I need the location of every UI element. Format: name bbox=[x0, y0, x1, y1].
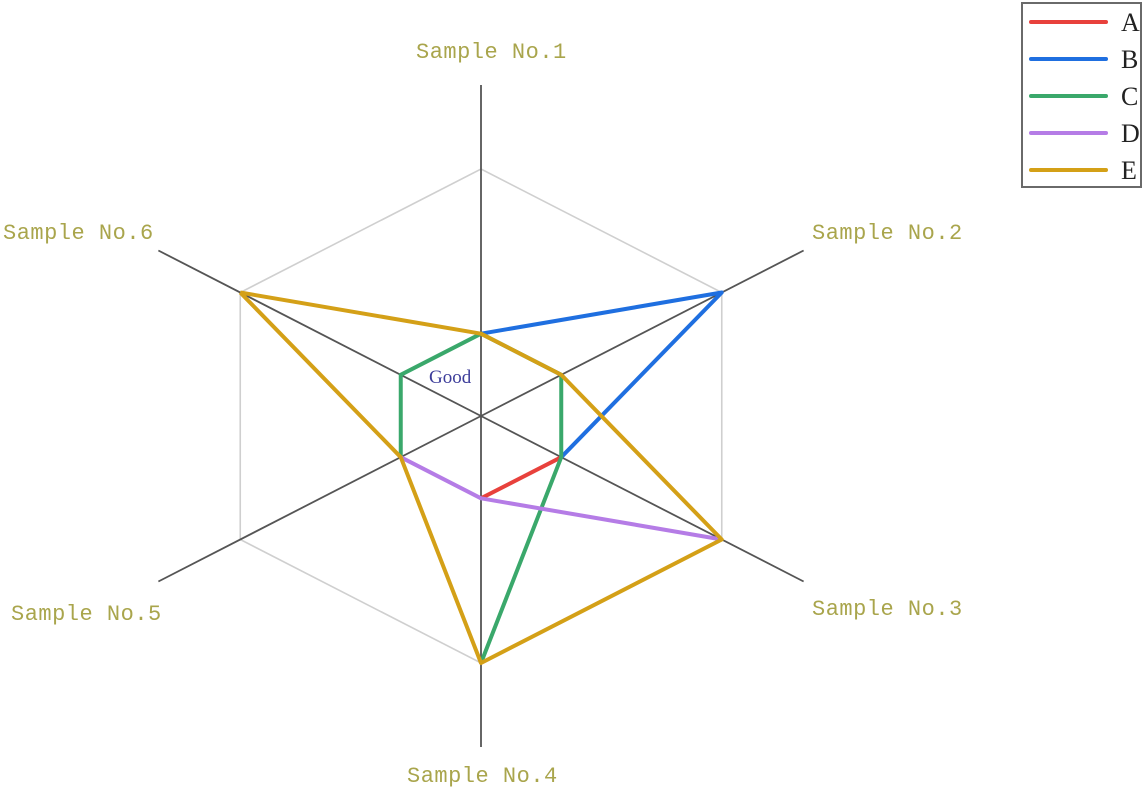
radar-grid bbox=[157, 85, 805, 747]
axis-line bbox=[480, 415, 805, 583]
axis-line bbox=[480, 249, 805, 417]
axis-line bbox=[157, 415, 482, 583]
legend-label-a: A bbox=[1121, 8, 1140, 37]
axis-label-sample-2: Sample No.2 bbox=[812, 221, 963, 246]
axis-line bbox=[157, 249, 482, 417]
legend-swatch-b bbox=[1029, 57, 1108, 61]
legend-item-e: E bbox=[1027, 156, 1139, 186]
axis-label-sample-6: Sample No.6 bbox=[3, 221, 154, 246]
legend-swatch-c bbox=[1029, 94, 1108, 98]
legend-label-b: B bbox=[1121, 45, 1139, 74]
legend-swatch-d bbox=[1029, 131, 1108, 135]
legend-swatch-a bbox=[1029, 20, 1108, 24]
legend-label-e: E bbox=[1121, 156, 1137, 185]
legend-label-c: C bbox=[1121, 82, 1139, 111]
axis-label-sample-3: Sample No.3 bbox=[812, 597, 963, 622]
series-d bbox=[399, 455, 723, 542]
axis-label-sample-1: Sample No.1 bbox=[416, 40, 567, 65]
axis-label-sample-4: Sample No.4 bbox=[407, 764, 558, 789]
series-b bbox=[480, 290, 724, 459]
legend-item-b: B bbox=[1027, 45, 1139, 75]
radar-series bbox=[238, 290, 724, 665]
legend-item-a: A bbox=[1027, 8, 1140, 38]
legend-swatch-e bbox=[1029, 168, 1108, 172]
axis-label-sample-5: Sample No.5 bbox=[11, 602, 162, 627]
legend: A B C D E bbox=[1021, 2, 1142, 188]
good-level-annotation: Good bbox=[429, 367, 472, 388]
series-a bbox=[480, 455, 563, 501]
series-e bbox=[238, 290, 724, 665]
legend-label-d: D bbox=[1121, 119, 1140, 148]
legend-item-c: C bbox=[1027, 82, 1139, 112]
legend-item-d: D bbox=[1027, 119, 1140, 149]
